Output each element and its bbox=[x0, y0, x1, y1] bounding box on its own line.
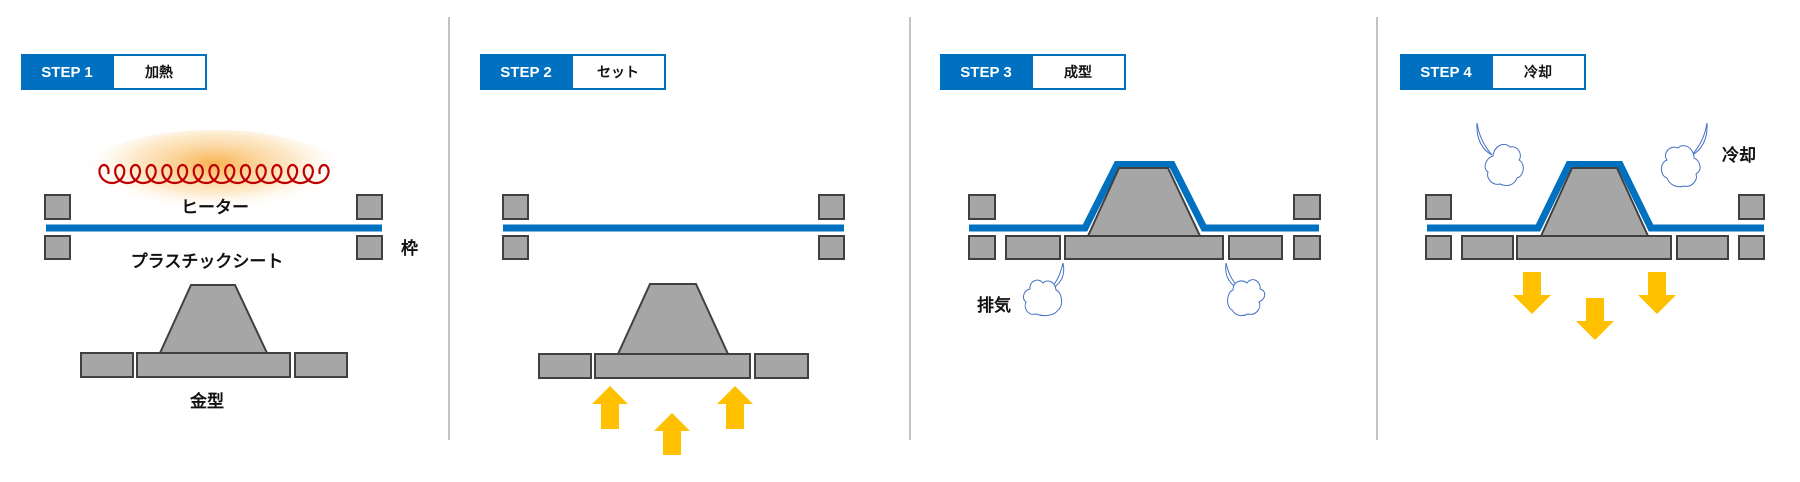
formed-sheet bbox=[969, 161, 1319, 232]
arrow-down-icon bbox=[1513, 272, 1551, 314]
step-2-header: STEP 2 セット bbox=[480, 54, 666, 90]
cooling-label: 冷却 bbox=[1722, 145, 1756, 166]
mold bbox=[1461, 235, 1729, 260]
arrow-up-icon bbox=[592, 386, 628, 429]
formed-sheet bbox=[1427, 161, 1764, 232]
step-number: STEP 1 bbox=[41, 64, 92, 81]
arrow-down-icon bbox=[1638, 272, 1676, 314]
step-3-header: STEP 3 成型 bbox=[940, 54, 1126, 90]
step-title: 冷却 bbox=[1524, 64, 1552, 81]
frame bbox=[968, 194, 1321, 260]
mold bbox=[538, 283, 809, 379]
step-title: 加熱 bbox=[144, 64, 173, 81]
mold-core bbox=[1539, 167, 1650, 237]
exhaust-label: 排気 bbox=[977, 295, 1011, 316]
step-number: STEP 4 bbox=[1420, 64, 1472, 81]
cooling-cloud-icon bbox=[1660, 122, 1708, 188]
heat-glow bbox=[79, 130, 349, 226]
step-1-diagram: ヒーター 枠 プラスチックシート 金型 bbox=[44, 130, 418, 412]
step-4-header: STEP 4 冷却 bbox=[1400, 54, 1586, 90]
arrow-down-icon bbox=[1576, 298, 1614, 340]
step-title: 成型 bbox=[1064, 64, 1092, 81]
arrow-up-icon bbox=[654, 413, 690, 455]
step-1-header: STEP 1 加熱 bbox=[21, 54, 207, 90]
down-arrows bbox=[1513, 272, 1676, 340]
mold-core bbox=[1086, 167, 1202, 237]
mold-label: 金型 bbox=[189, 391, 224, 412]
frame bbox=[1425, 194, 1765, 260]
sheet-label: プラスチックシート bbox=[131, 251, 284, 272]
step-number: STEP 3 bbox=[960, 64, 1011, 81]
step-title: セット bbox=[597, 65, 639, 81]
exhaust-cloud-icon bbox=[1022, 262, 1065, 317]
frame bbox=[44, 194, 383, 260]
step-2-diagram bbox=[502, 194, 845, 455]
heater-label: ヒーター bbox=[181, 198, 249, 218]
mold bbox=[1005, 235, 1283, 260]
arrow-up-icon bbox=[717, 386, 753, 429]
frame bbox=[502, 194, 845, 260]
cooling-cloud-icon bbox=[1476, 122, 1524, 187]
step-number: STEP 2 bbox=[500, 64, 551, 81]
frame-label: 枠 bbox=[401, 239, 418, 259]
exhaust-cloud-icon bbox=[1225, 262, 1266, 317]
heater-coil-icon bbox=[98, 163, 330, 185]
mold bbox=[80, 284, 348, 378]
step-3-diagram: 排気 bbox=[968, 161, 1321, 317]
step-4-diagram: 冷却 bbox=[1425, 122, 1765, 340]
up-arrows bbox=[592, 386, 753, 455]
